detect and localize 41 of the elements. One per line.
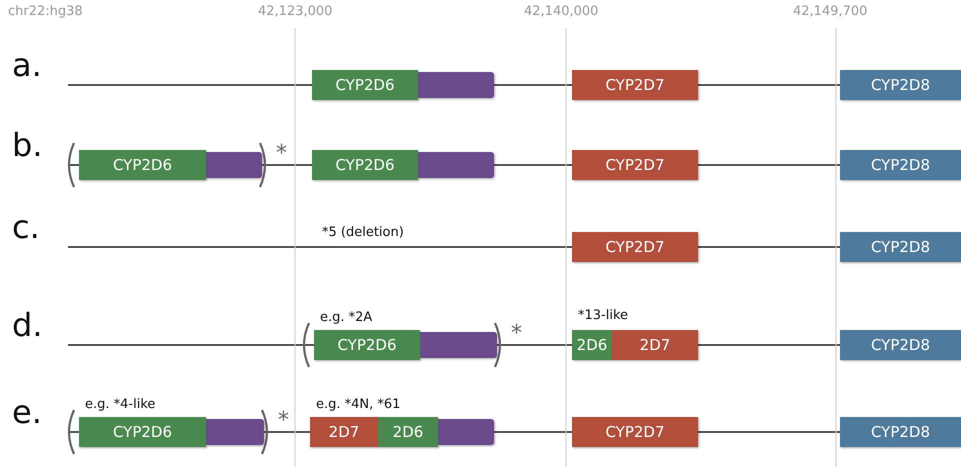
gene-box: CYP2D8 [840, 417, 961, 447]
row-letter: c. [12, 211, 40, 243]
gene-box: CYP2D6 [79, 150, 206, 180]
exon-bar [438, 419, 494, 445]
gene-box: 2D6 [572, 330, 612, 360]
row-letter: b. [12, 129, 42, 161]
gene-box: CYP2D6 [312, 150, 418, 180]
asterisk: * [276, 141, 287, 166]
gene-box: 2D6 [378, 417, 438, 447]
gene-box: CYP2D6 [314, 330, 420, 360]
gene-box: CYP2D7 [572, 150, 698, 180]
gene-box: CYP2D7 [572, 232, 698, 262]
asterisk: * [278, 408, 289, 433]
gene-box: 2D7 [612, 330, 698, 360]
gene-box: CYP2D8 [840, 330, 961, 360]
gene-box: CYP2D7 [572, 70, 698, 100]
exon-bar [206, 419, 264, 445]
allele-label: *5 (deletion) [322, 225, 404, 240]
allele-label: *13-like [578, 308, 628, 323]
exon-bar [420, 332, 497, 358]
coordinate-label: 42,123,000 [258, 4, 332, 19]
gene-box: CYP2D6 [312, 70, 418, 100]
coordinate-label: 42,140,000 [524, 4, 598, 19]
exon-bar [418, 152, 494, 178]
gene-box: CYP2D6 [79, 417, 206, 447]
gene-box: CYP2D7 [572, 417, 698, 447]
gene-box: 2D7 [310, 417, 378, 447]
exon-bar [206, 152, 262, 178]
allele-label: e.g. *2A [320, 310, 372, 325]
row-letter: e. [12, 396, 42, 428]
allele-label: e.g. *4N, *61 [316, 397, 400, 412]
gene-box: CYP2D8 [840, 70, 961, 100]
exon-bar [418, 72, 494, 98]
row-letter: a. [12, 49, 42, 81]
coordinate-label: 42,149,700 [793, 4, 868, 19]
gene-box: CYP2D8 [840, 232, 961, 262]
coordinate-label: chr22:hg38 [8, 4, 83, 19]
gene-box: CYP2D8 [840, 150, 961, 180]
asterisk: * [511, 321, 522, 346]
allele-label: e.g. *4-like [85, 397, 156, 412]
row-letter: d. [12, 309, 42, 341]
